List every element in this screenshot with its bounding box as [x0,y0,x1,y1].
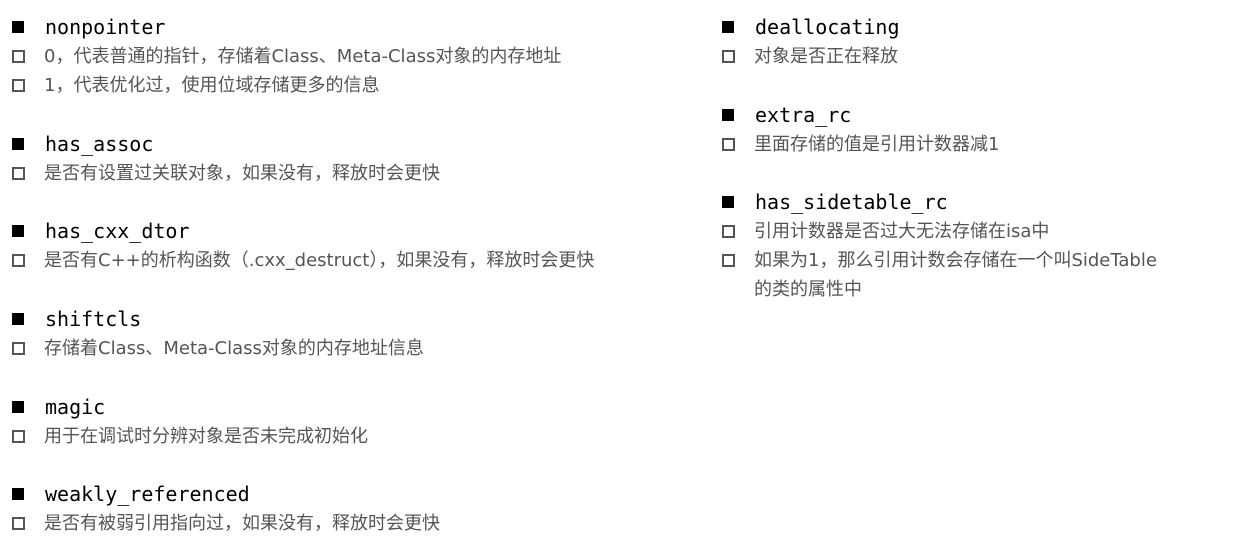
list-item: 是否有设置过关联对象，如果没有，释放时会更快 [12,159,702,188]
item-text: 是否有设置过关联对象，如果没有，释放时会更快 [44,163,440,184]
filled-square-bullet-icon [12,313,24,325]
hollow-square-bullet-icon [722,225,735,238]
item-text: 里面存储的值是引用计数器减1 [754,134,1000,155]
field-name: shiftcls [45,307,142,331]
section-header: extra_rc [722,100,1232,130]
section-header: magic [12,392,702,422]
field-name: weakly_referenced [45,482,250,506]
list-item: 1，代表优化过，使用位域存储更多的信息 [12,71,702,100]
list-item: 0，代表普通的指针，存储着Class、Meta-Class对象的内存地址 [12,42,702,71]
section-shiftcls: shiftcls 存储着Class、Meta-Class对象的内存地址信息 [12,304,702,363]
section-header: deallocating [722,12,1232,42]
list-item: 如果为1，那么引用计数会存储在一个叫SideTable 的类的属性中 [722,246,1232,304]
field-name: has_sidetable_rc [755,190,948,214]
section-nonpointer: nonpointer 0，代表普通的指针，存储着Class、Meta-Class… [12,12,702,100]
section-header: has_assoc [12,129,702,159]
filled-square-bullet-icon [12,225,24,237]
section-header: has_cxx_dtor [12,216,702,246]
item-text: 存储着Class、Meta-Class对象的内存地址信息 [44,338,424,359]
section-header: weakly_referenced [12,479,702,509]
list-item: 用于在调试时分辨对象是否未完成初始化 [12,422,702,451]
section-deallocating: deallocating 对象是否正在释放 [722,12,1232,71]
section-header: has_sidetable_rc [722,187,1232,217]
item-text: 引用计数器是否过大无法存储在isa中 [754,221,1050,242]
section-header: shiftcls [12,304,702,334]
section-weakly-referenced: weakly_referenced 是否有被弱引用指向过，如果没有，释放时会更快 [12,479,702,538]
hollow-square-bullet-icon [12,254,25,267]
field-name: has_assoc [45,132,154,156]
item-text: 1，代表优化过，使用位域存储更多的信息 [44,75,380,96]
section-header: nonpointer [12,12,702,42]
hollow-square-bullet-icon [722,254,735,267]
section-has-sidetable-rc: has_sidetable_rc 引用计数器是否过大无法存储在isa中 如果为1… [722,187,1232,304]
field-name: extra_rc [755,103,852,127]
filled-square-bullet-icon [12,21,24,33]
item-text: 如果为1，那么引用计数会存储在一个叫SideTable 的类的属性中 [754,250,1157,300]
list-item: 引用计数器是否过大无法存储在isa中 [722,217,1232,246]
hollow-square-bullet-icon [12,430,25,443]
filled-square-bullet-icon [722,21,734,33]
list-item: 是否有被弱引用指向过，如果没有，释放时会更快 [12,509,702,538]
section-magic: magic 用于在调试时分辨对象是否未完成初始化 [12,392,702,451]
section-has-cxx-dtor: has_cxx_dtor 是否有C++的析构函数（.cxx_destruct），… [12,216,702,275]
section-extra-rc: extra_rc 里面存储的值是引用计数器减1 [722,100,1232,159]
item-text: 用于在调试时分辨对象是否未完成初始化 [44,426,368,447]
list-item: 是否有C++的析构函数（.cxx_destruct），如果没有，释放时会更快 [12,246,702,275]
field-name: has_cxx_dtor [45,219,190,243]
hollow-square-bullet-icon [722,50,735,63]
list-item: 里面存储的值是引用计数器减1 [722,130,1232,159]
list-item: 对象是否正在释放 [722,42,1232,71]
filled-square-bullet-icon [12,401,24,413]
list-item: 存储着Class、Meta-Class对象的内存地址信息 [12,334,702,363]
field-name: nonpointer [45,15,166,39]
field-name: deallocating [755,15,900,39]
filled-square-bullet-icon [722,109,734,121]
filled-square-bullet-icon [12,488,24,500]
item-text: 是否有C++的析构函数（.cxx_destruct），如果没有，释放时会更快 [44,250,595,271]
item-text: 0，代表普通的指针，存储着Class、Meta-Class对象的内存地址 [44,46,562,67]
hollow-square-bullet-icon [722,138,735,151]
filled-square-bullet-icon [722,196,734,208]
filled-square-bullet-icon [12,138,24,150]
field-name: magic [45,395,106,419]
hollow-square-bullet-icon [12,342,25,355]
hollow-square-bullet-icon [12,167,25,180]
item-text: 对象是否正在释放 [754,46,898,67]
hollow-square-bullet-icon [12,50,25,63]
section-has-assoc: has_assoc 是否有设置过关联对象，如果没有，释放时会更快 [12,129,702,188]
hollow-square-bullet-icon [12,79,25,92]
item-text: 是否有被弱引用指向过，如果没有，释放时会更快 [44,513,440,534]
hollow-square-bullet-icon [12,517,25,530]
